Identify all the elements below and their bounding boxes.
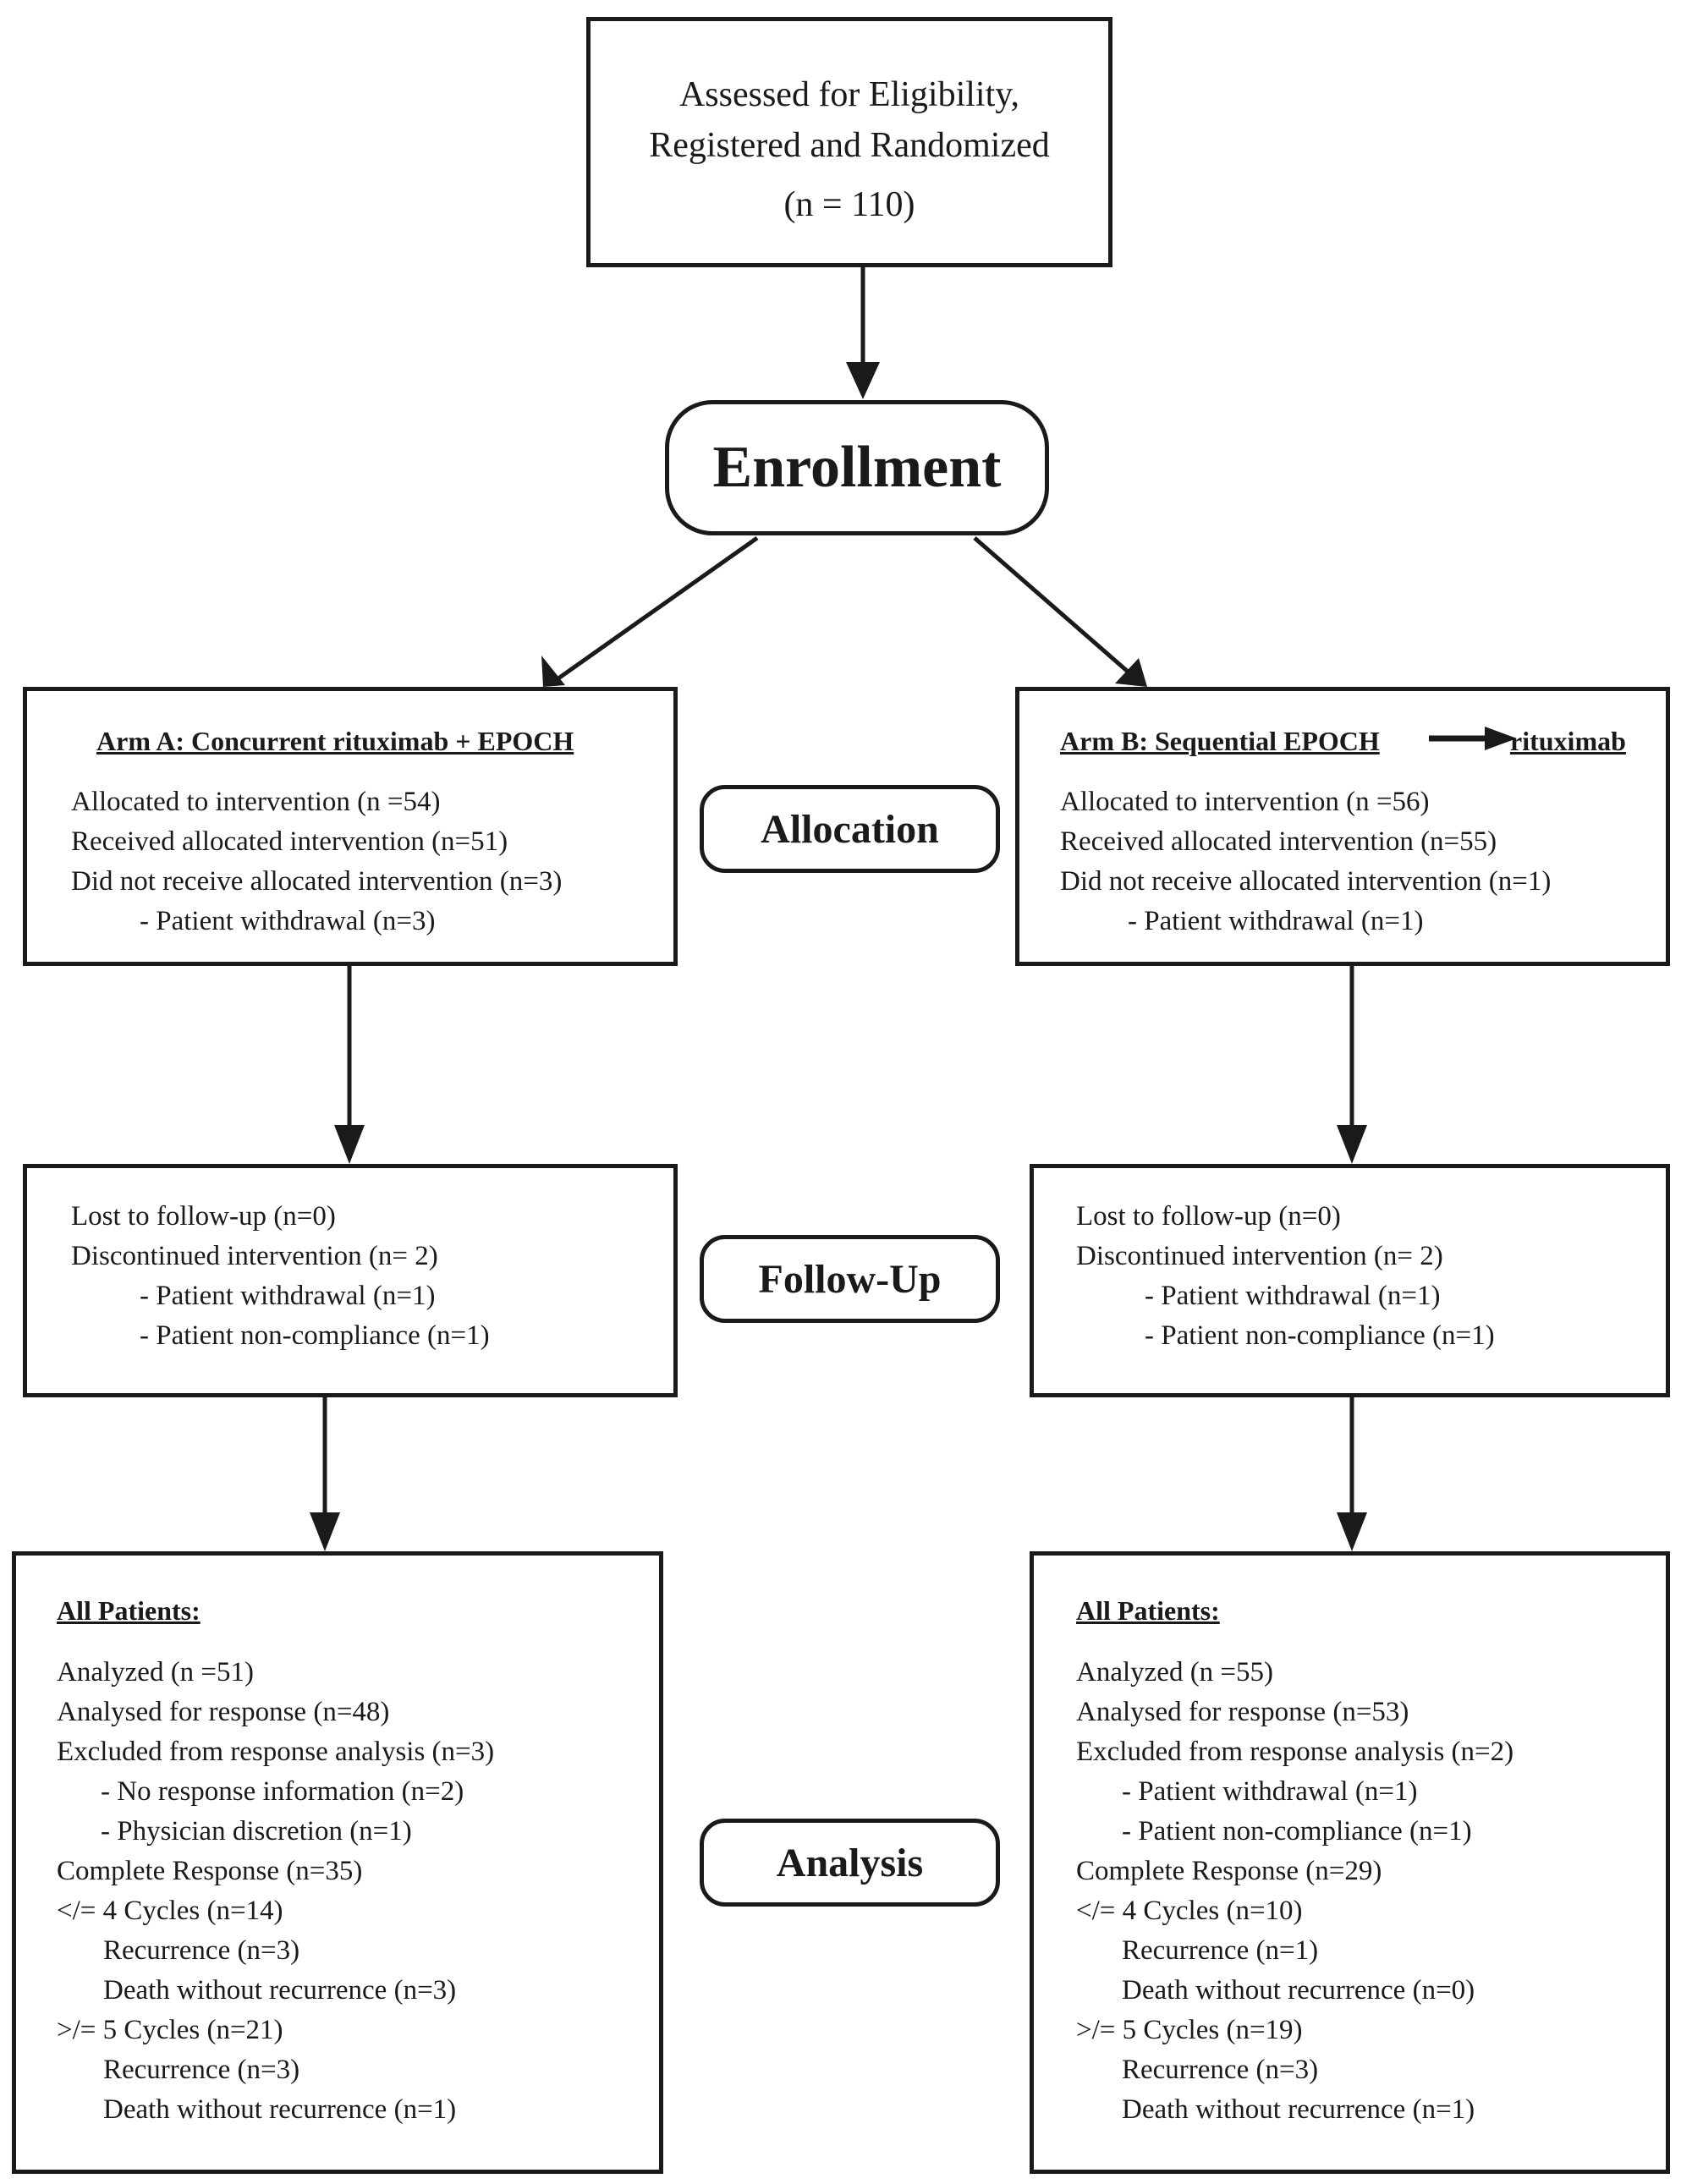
arm-a-analysis-line: Excluded from response analysis (n=3): [57, 1737, 495, 1767]
arm-a-analysis-line: >/= 5 Cycles (n=21): [57, 2015, 283, 2045]
arm-a-followup-line: - Patient non-compliance (n=1): [140, 1320, 490, 1351]
arm-a-title: Arm A: Concurrent rituximab + EPOCH: [96, 726, 574, 756]
arm-b-analysis-line: - Patient non-compliance (n=1): [1122, 1816, 1472, 1847]
arm-a-allocation-line: - Patient withdrawal (n=3): [140, 906, 436, 936]
arm-b-analysis-line: Analysed for response (n=53): [1076, 1697, 1409, 1727]
arm-a-analysis-line: Death without recurrence (n=3): [103, 1975, 457, 2006]
arm-b-title-target: rituximab: [1510, 726, 1626, 756]
arrowhead: [1115, 658, 1147, 687]
eligibility-box: Assessed for Eligibility, Registered and…: [586, 17, 1112, 267]
arrowhead: [846, 362, 880, 399]
arm-b-allocation-line: Allocated to intervention (n =56): [1060, 787, 1430, 817]
arm-b-analysis-line: Death without recurrence (n=0): [1122, 1975, 1475, 2006]
arm-b-followup-box: Lost to follow-up (n=0) Discontinued int…: [1030, 1164, 1670, 1397]
arm-a-analysis-line: Analysed for response (n=48): [57, 1697, 390, 1727]
arm-a-allocation-line: Allocated to intervention (n =54): [71, 787, 441, 817]
arm-a-analysis-line: Analyzed (n =51): [57, 1657, 255, 1687]
arm-b-analysis-line: Recurrence (n=1): [1122, 1935, 1319, 1966]
arm-b-followup-line: Discontinued intervention (n= 2): [1076, 1241, 1443, 1271]
eligibility-line-2: Registered and Randomized: [649, 126, 1050, 165]
arm-b-analysis-line: Recurrence (n=3): [1122, 2055, 1319, 2085]
arm-b-title-arrow-icon: [1429, 727, 1517, 750]
arm-b-analysis-line: Analyzed (n =55): [1076, 1657, 1274, 1687]
arm-b-allocation-line: Received allocated intervention (n=55): [1060, 826, 1497, 857]
arm-a-allocation-line: Did not receive allocated intervention (…: [71, 866, 563, 897]
arm-a-analysis-box: All Patients: Analyzed (n =51) Analysed …: [12, 1551, 663, 2174]
arm-b-allocation-box: Arm B: Sequential EPOCH rituximab Alloca…: [1015, 687, 1670, 966]
enrollment-stage-label: Enrollment: [665, 400, 1049, 535]
arrowhead: [541, 656, 565, 687]
arm-b-analysis-box: All Patients: Analyzed (n =55) Analysed …: [1030, 1551, 1670, 2174]
arm-b-followup-line: Lost to follow-up (n=0): [1076, 1201, 1341, 1232]
arrow-enrollment-to-arm-b: [973, 536, 1135, 678]
arm-a-analysis-line: </= 4 Cycles (n=14): [57, 1896, 283, 1926]
arm-a-analysis-line: Complete Response (n=35): [57, 1856, 363, 1886]
arrowhead: [310, 1512, 340, 1551]
arm-b-followup-line: - Patient withdrawal (n=1): [1145, 1281, 1441, 1311]
arm-a-followup-line: Discontinued intervention (n= 2): [71, 1241, 438, 1271]
arm-b-title: Arm B: Sequential EPOCH: [1060, 726, 1380, 756]
arrowhead: [334, 1125, 365, 1164]
arm-a-analysis-line: Recurrence (n=3): [103, 1935, 300, 1966]
arm-b-allocation-line: - Patient withdrawal (n=1): [1128, 906, 1424, 936]
arm-b-analysis-line: Excluded from response analysis (n=2): [1076, 1737, 1514, 1767]
arm-b-analysis-header: All Patients:: [1076, 1595, 1220, 1626]
eligibility-line-3: (n = 110): [783, 185, 915, 224]
arm-b-analysis-line: >/= 5 Cycles (n=19): [1076, 2015, 1303, 2045]
eligibility-line-1: Assessed for Eligibility,: [678, 75, 1020, 114]
arm-a-analysis-header: All Patients:: [57, 1595, 201, 1626]
arm-b-allocation-line: Did not receive allocated intervention (…: [1060, 866, 1552, 897]
arm-b-analysis-line: Death without recurrence (n=1): [1122, 2094, 1475, 2125]
arrowhead: [1337, 1512, 1367, 1551]
analysis-stage-label: Analysis: [700, 1819, 1000, 1907]
arm-a-followup-line: - Patient withdrawal (n=1): [140, 1281, 436, 1311]
arrow-enrollment-to-arm-a: [557, 535, 759, 681]
followup-stage-label: Follow-Up: [700, 1235, 1000, 1323]
arm-a-analysis-line: - No response information (n=2): [101, 1776, 464, 1807]
arm-a-followup-line: Lost to follow-up (n=0): [71, 1201, 336, 1232]
arm-a-followup-box: Lost to follow-up (n=0) Discontinued int…: [23, 1164, 678, 1397]
arm-b-analysis-line: Complete Response (n=29): [1076, 1856, 1382, 1886]
arm-a-analysis-line: Death without recurrence (n=1): [103, 2094, 457, 2125]
allocation-stage-label: Allocation: [700, 785, 1000, 873]
arm-b-followup-line: - Patient non-compliance (n=1): [1145, 1320, 1495, 1351]
arm-a-analysis-line: - Physician discretion (n=1): [101, 1816, 412, 1847]
arm-a-analysis-line: Recurrence (n=3): [103, 2055, 300, 2085]
arm-b-analysis-line: </= 4 Cycles (n=10): [1076, 1896, 1303, 1926]
arm-a-allocation-box: Arm A: Concurrent rituximab + EPOCH Allo…: [23, 687, 678, 966]
arm-b-analysis-line: - Patient withdrawal (n=1): [1122, 1776, 1418, 1807]
arm-a-allocation-line: Received allocated intervention (n=51): [71, 826, 508, 857]
arrowhead: [1337, 1125, 1367, 1164]
